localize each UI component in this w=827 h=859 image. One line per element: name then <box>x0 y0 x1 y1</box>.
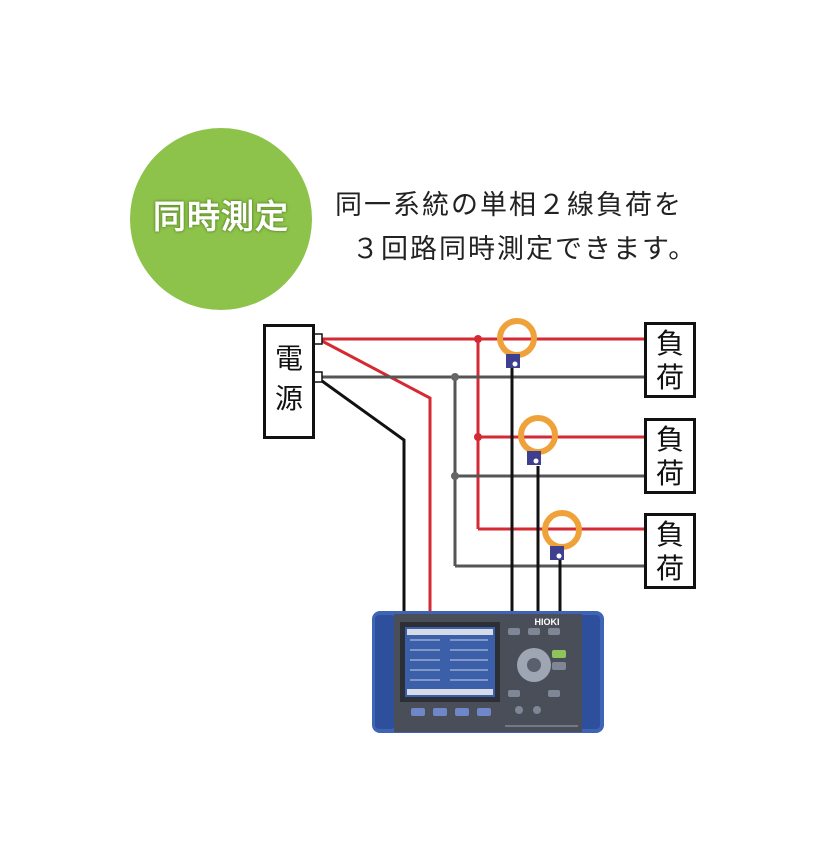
clamp-sensor-icon <box>542 510 582 560</box>
source-label-char-1: 電 <box>274 342 303 375</box>
load-box-2: 負 荷 <box>644 418 696 494</box>
load-3-char-1: 負 <box>655 518 684 551</box>
load-3-char-2: 荷 <box>655 552 684 585</box>
load-1-char-2: 荷 <box>655 361 684 394</box>
junction-dots <box>451 335 482 480</box>
power-meter-icon <box>372 611 604 733</box>
badge-circle <box>130 128 312 310</box>
sensor-leads <box>321 368 562 618</box>
load-1-char-1: 負 <box>655 327 684 360</box>
power-source-box: 電 源 <box>263 324 315 439</box>
badge-label: 同時測定 <box>153 197 289 236</box>
source-label-char-2: 源 <box>274 382 303 415</box>
load-2-char-2: 荷 <box>655 457 684 490</box>
device-brand: HIOKI <box>534 617 559 627</box>
description-line-2: ３回路同時測定できます。 <box>352 234 698 265</box>
description-line-1: 同一系統の単相２線負荷を <box>335 190 683 221</box>
load-2-char-1: 負 <box>655 423 684 456</box>
neutral-wires <box>320 375 644 568</box>
load-box-1: 負 荷 <box>644 322 696 398</box>
load-box-3: 負 荷 <box>644 513 696 589</box>
clamp-sensor-icon <box>497 318 537 368</box>
clamp-sensor-icon <box>518 415 558 465</box>
